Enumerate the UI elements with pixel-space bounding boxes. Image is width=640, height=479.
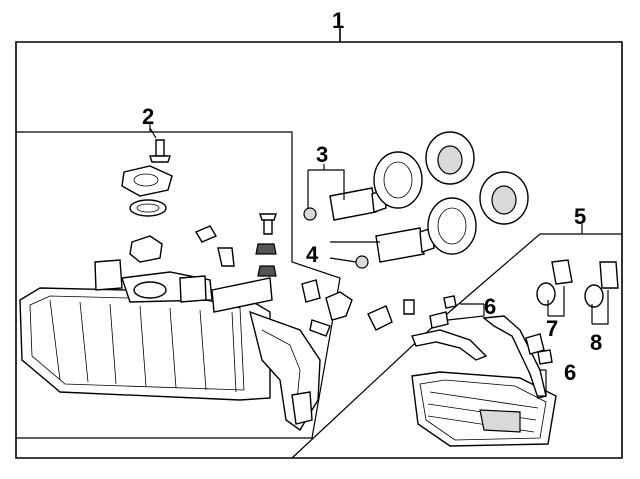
- callout-5: 5: [574, 204, 586, 229]
- housing-frame: [16, 122, 341, 439]
- callout-3: 3: [316, 142, 328, 167]
- callout-4: 4: [306, 242, 319, 267]
- headlamp-housing: [19, 259, 321, 432]
- retaining-clips: [301, 279, 415, 337]
- side-marker-frame: [291, 224, 622, 459]
- assembly-frame: [15, 28, 623, 459]
- marker-socket-7: [536, 259, 573, 306]
- headlamp-bulb-low: [355, 227, 435, 269]
- socket-cover-a: [425, 131, 475, 185]
- adjuster-screw: [149, 139, 171, 163]
- callout-1: 1: [332, 8, 344, 33]
- seal-ring: [129, 199, 167, 217]
- bolt: [259, 213, 277, 235]
- marker-socket-8: [584, 261, 619, 308]
- nut-b: [257, 265, 277, 277]
- headlamp-bulb-high: [303, 187, 387, 221]
- callout-7: 7: [546, 316, 558, 341]
- side-marker-clip: [429, 295, 457, 329]
- callout-8: 8: [590, 330, 602, 355]
- bulb-retaining-ring-b: [427, 197, 477, 255]
- side-marker-trim: [482, 315, 547, 399]
- clip-a: [194, 225, 218, 243]
- nut-a: [255, 243, 277, 255]
- leader-lines: [149, 127, 609, 397]
- marker-clips-small: [525, 333, 553, 365]
- callout-6-lower: 6: [564, 360, 576, 385]
- callout-6-upper: 6: [484, 294, 496, 319]
- callout-2: 2: [142, 104, 154, 129]
- side-marker-gasket: [411, 329, 488, 361]
- mounting-bracket: [129, 235, 163, 263]
- bulb-retaining-ring-a: [373, 151, 423, 209]
- bulb-socket-gasket: [121, 165, 173, 197]
- side-marker-lamp: [411, 371, 557, 447]
- socket-cover-b: [479, 171, 529, 225]
- clip-b: [217, 247, 235, 267]
